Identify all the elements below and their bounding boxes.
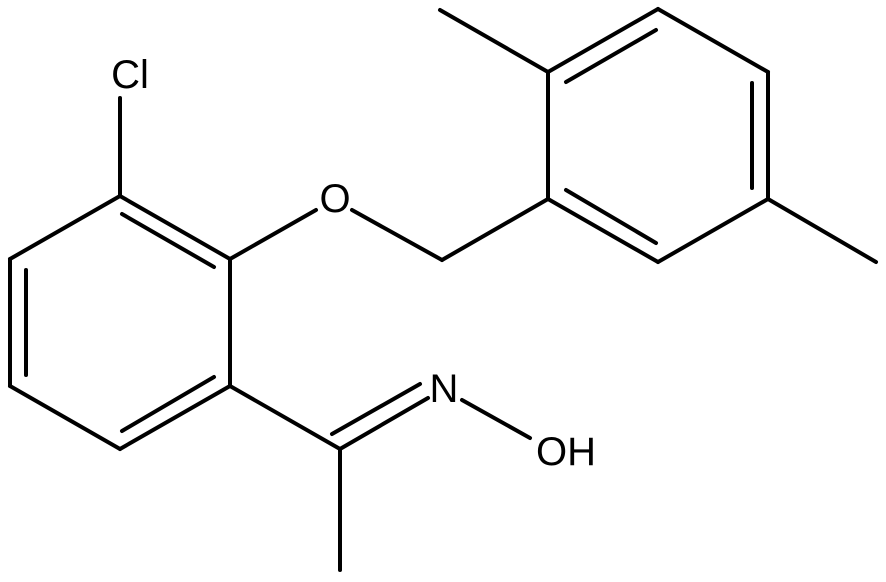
- ether-oxygen-label: O: [319, 177, 350, 221]
- methyl-bond-ortho: [438, 8, 550, 74]
- chlorophenyl-ring: [8, 194, 232, 451]
- ring-bond: [8, 194, 122, 261]
- o-ch2-bond: [350, 208, 444, 262]
- ring-double-bond-inner: [120, 212, 216, 269]
- oxime-nitrogen-label: N: [430, 367, 459, 411]
- ring-double-bond-inner: [564, 188, 658, 245]
- ring-bond: [546, 7, 660, 74]
- ring-c-oxime-bond: [228, 384, 342, 451]
- ring-double-bond-inner: [564, 28, 658, 84]
- hydroxyl-label: OH: [536, 430, 596, 474]
- ring-bond: [118, 194, 232, 261]
- ring-bond: [118, 384, 232, 451]
- n-o-bond: [460, 398, 532, 440]
- ring-bond: [8, 384, 122, 451]
- ring-bond: [546, 197, 660, 264]
- c-n-double-bond-inner: [330, 382, 422, 436]
- ring-bond: [656, 7, 770, 74]
- chlorine-label: Cl: [111, 53, 149, 97]
- ring-double-bond-inner: [120, 375, 216, 433]
- c-o-bond: [228, 208, 318, 261]
- ch2-ring-bond: [440, 197, 550, 262]
- ring-bond: [656, 197, 770, 264]
- methyl-bond-meta: [766, 197, 878, 264]
- c-n-double-bond-outer: [338, 396, 430, 451]
- dimethylphenyl-ring: [546, 7, 770, 264]
